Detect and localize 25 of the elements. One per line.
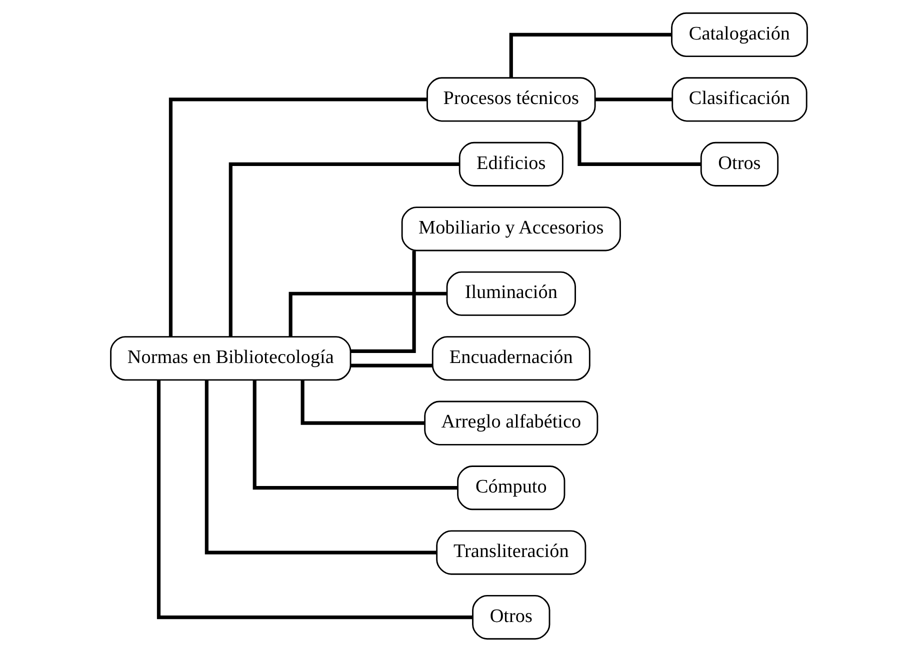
node-box: Cómputo: [457, 466, 566, 510]
node-box: Iluminación: [446, 271, 576, 316]
node-box: Arreglo alfabético: [424, 400, 598, 446]
node-box: Clasificación: [672, 77, 808, 122]
connector: [204, 380, 437, 554]
node-box: Normas en Bibliotecología: [110, 336, 352, 381]
node-box: Otros: [700, 142, 779, 186]
connector: [156, 380, 473, 620]
node-box: Mobiliario y Accesorios: [401, 206, 621, 252]
connector: [350, 364, 433, 368]
node-box: Transliteración: [436, 530, 586, 575]
connector: [578, 121, 701, 166]
node-box: Edificios: [458, 142, 564, 186]
connector: [595, 98, 672, 102]
connector: [168, 98, 427, 337]
connector: [509, 32, 672, 78]
node-box: Otros: [472, 594, 550, 640]
connector: [288, 292, 447, 336]
connector: [350, 250, 416, 353]
connector: [252, 380, 458, 490]
node-box: Encuadernación: [432, 336, 590, 381]
connector: [300, 380, 425, 425]
connector: [228, 162, 460, 336]
node-box: Procesos técnicos: [426, 77, 596, 122]
node-box: Catalogación: [671, 12, 808, 58]
